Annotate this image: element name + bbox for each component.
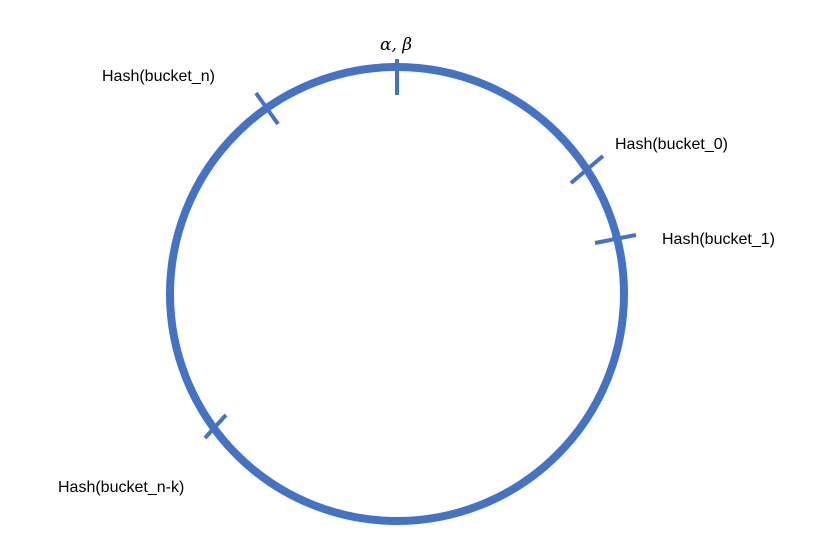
label-hash-bucket-n-k: Hash(bucket_n-k)	[58, 479, 184, 496]
tick-bucket-n	[254, 91, 280, 126]
tick-bucket-1	[594, 233, 637, 245]
label-hash-bucket-n: Hash(bucket_n)	[102, 68, 215, 85]
label-hash-bucket-0: Hash(bucket_0)	[615, 136, 728, 153]
label-hash-bucket-1: Hash(bucket_1)	[662, 231, 775, 248]
tick-bucket-0	[569, 154, 605, 185]
tick-bucket-n-k	[203, 413, 228, 440]
hash-ring	[166, 63, 628, 525]
label-alpha-beta: α, β	[380, 35, 412, 55]
